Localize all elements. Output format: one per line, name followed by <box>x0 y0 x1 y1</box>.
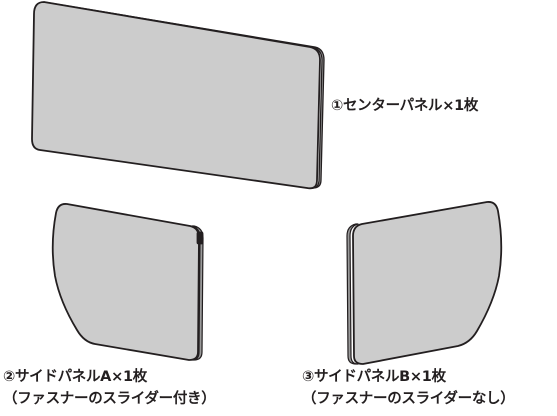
side-panel-a-label: ②サイドパネルA×1枚 <box>3 369 147 385</box>
side-panel-a <box>51 203 204 361</box>
side-panel-b <box>346 201 503 365</box>
side-panel-b-label: ③サイドパネルB×1枚 <box>302 369 446 385</box>
center-panel-label: ①センターパネル×1枚 <box>331 98 479 114</box>
side-panel-a-note: （ファスナーのスライダー付き） <box>3 391 216 407</box>
center-panel <box>31 1 325 190</box>
side-panel-b-note: （ファスナーのスライダーなし） <box>302 391 515 407</box>
zipper-slider-icon <box>196 231 204 245</box>
